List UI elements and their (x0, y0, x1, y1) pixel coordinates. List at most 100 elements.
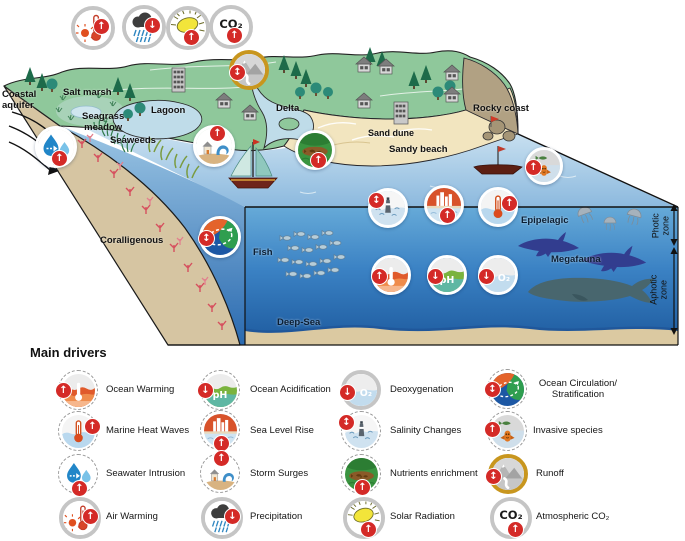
label-seaweeds: Seaweeds (110, 135, 156, 146)
label-lagoon: Lagoon (151, 105, 186, 116)
legend-label-invasive-species: Invasive species (533, 425, 603, 436)
down-arrow-badge: ↓ (144, 17, 161, 34)
legend-icon-precipitation: ↓ (201, 497, 243, 539)
scene-icon-precipitation: ↓ (122, 5, 166, 49)
up-arrow-badge: ↑ (71, 480, 88, 497)
legend-icon-air-warming: ↑ (59, 497, 101, 539)
updown-arrow-badge: ↕ (338, 414, 355, 431)
scene-icon-atmospheric-co2: CO₂ ↑ (209, 5, 253, 49)
legend-label-ocean-warming: Ocean Warming (106, 384, 175, 395)
legend-label-precipitation: Precipitation (250, 511, 303, 522)
up-arrow-badge: ↑ (55, 382, 72, 399)
up-arrow-badge: ↑ (84, 418, 101, 435)
down-arrow-badge: ↓ (339, 384, 356, 401)
updown-arrow-badge: ↕ (485, 468, 502, 485)
scene-icon-invasive-species: ↑ (525, 147, 563, 185)
legend-icon-invasive-species: ↑ (484, 411, 527, 451)
up-arrow-badge: ↑ (439, 207, 456, 224)
updown-arrow-badge: ↕ (368, 192, 385, 209)
legend-icon-storm-surges: ↑ (200, 450, 240, 493)
label-megafauna: Megafauna (551, 254, 601, 265)
updown-arrow-badge: ↕ (484, 381, 501, 398)
scene-icon-ocean-circulation: ↕ (198, 216, 241, 258)
up-arrow-badge: ↑ (371, 268, 388, 285)
legend-icon-nutrients-enrichment: ↑ (341, 454, 381, 496)
down-arrow-badge: ↓ (197, 382, 214, 399)
legend-icon-marine-heat-waves: ↑ (58, 411, 101, 451)
legend-label-nutrients-enrichment: Nutrients enrichment (390, 468, 478, 479)
legend-label-ocean-circulation: Ocean Circulation/ Stratification (538, 378, 618, 401)
legend-icon-runoff: ↕ (485, 454, 528, 494)
legend-label-marine-heat-waves: Marine Heat Waves (106, 425, 190, 436)
scene-icon-storm-surges: ↑ (193, 125, 235, 167)
legend-label-deoxygenation: Deoxygenation (390, 384, 454, 395)
up-arrow-badge: ↑ (484, 421, 501, 438)
updown-arrow-badge: ↕ (198, 230, 215, 247)
down-arrow-badge: ↓ (427, 268, 444, 285)
scene-icon-sea-level-rise: ↑ (424, 185, 464, 225)
label-aphotic-zone: Aphotic zone (648, 274, 668, 305)
up-arrow-badge: ↑ (226, 27, 243, 44)
label-seagrass-meadow: Seagrass meadow (82, 111, 125, 133)
legend-icon-ocean-warming: ↑ (55, 370, 98, 410)
up-arrow-badge: ↑ (525, 159, 542, 176)
legend-label-air-warming: Air Warming (106, 511, 158, 522)
legend-icon-salinity-changes: ↕ (338, 411, 381, 451)
label-epipelagic: Epipelagic (521, 215, 569, 226)
up-arrow-badge: ↑ (213, 450, 230, 467)
scene-icon-seawater-intrusion: ↑ (35, 126, 77, 168)
label-sandy-beach: Sandy beach (389, 144, 448, 155)
up-arrow-badge: ↑ (51, 150, 68, 167)
up-arrow-badge: ↑ (93, 18, 110, 35)
o2-text: O₂ (497, 273, 510, 285)
down-arrow-badge: ↓ (224, 508, 241, 525)
legend-label-solar-radiation: Solar Radiation (390, 511, 455, 522)
scene-icon-salinity-changes: ↕ (368, 188, 408, 228)
label-sand-dune: Sand dune (368, 128, 415, 138)
legend-title: Main drivers (30, 345, 107, 360)
legend-label-ocean-acidification: Ocean Acidification (250, 384, 331, 395)
legend-label-storm-surges: Storm Surges (250, 468, 309, 479)
scene-illustration (3, 47, 679, 346)
scene-icon-ocean-acidification: pH ↓ (427, 255, 467, 295)
o2-text: O₂ (359, 388, 372, 400)
label-coralligenous: Coralligenous (100, 235, 164, 246)
legend-label-atmospheric-co2: Atmospheric CO₂ (536, 511, 610, 522)
legend-icon-seawater-intrusion: ↑ (58, 454, 98, 497)
label-rocky-coast: Rocky coast (473, 103, 529, 114)
scene-icon-deoxygenation: O₂ ↓ (478, 255, 518, 295)
label-photic-zone: Photic zone (650, 213, 670, 239)
scene-icon-solar-radiation: ↑ (166, 6, 210, 50)
up-arrow-badge: ↑ (507, 521, 524, 538)
legend-label-sea-level-rise: Sea Level Rise (250, 425, 314, 436)
scene-icon-air-warming: ↑ (71, 6, 115, 50)
updown-arrow-badge: ↕ (229, 64, 246, 81)
label-salt-marsh: Salt marsh (63, 87, 112, 98)
legend-label-seawater-intrusion: Seawater Intrusion (106, 468, 186, 479)
scene-icon-ocean-warming: ↑ (371, 255, 411, 295)
legend-icon-solar-radiation: ↑ (343, 497, 385, 539)
up-arrow-badge: ↑ (183, 29, 200, 46)
scene-icon-marine-heat-waves: ↑ (478, 187, 518, 227)
legend-icon-deoxygenation: O₂ ↓ (339, 370, 381, 410)
co2-text: CO₂ (499, 508, 523, 523)
ph-text: pH (212, 390, 228, 401)
legend-icon-ocean-acidification: pH ↓ (197, 370, 240, 410)
legend-label-salinity-changes: Salinity Changes (390, 425, 462, 436)
legend-icon-atmospheric-co2: CO₂ ↑ (490, 497, 532, 539)
up-arrow-badge: ↑ (501, 195, 518, 212)
label-deep-sea: Deep-Sea (277, 317, 321, 328)
up-arrow-badge: ↑ (310, 152, 327, 169)
label-delta: Delta (276, 103, 300, 114)
up-arrow-badge: ↑ (360, 521, 377, 538)
legend-icon-sea-level-rise: ↑ (200, 410, 240, 452)
label-fish: Fish (253, 247, 273, 258)
legend-label-runoff: Runoff (536, 468, 564, 479)
up-arrow-badge: ↑ (209, 125, 226, 142)
ph-text: pH (439, 275, 455, 286)
legend-icon-ocean-circulation: ↕ (484, 369, 527, 409)
up-arrow-badge: ↑ (82, 508, 99, 525)
up-arrow-badge: ↑ (354, 479, 371, 496)
scene-icon-runoff: ↕ (229, 50, 269, 90)
